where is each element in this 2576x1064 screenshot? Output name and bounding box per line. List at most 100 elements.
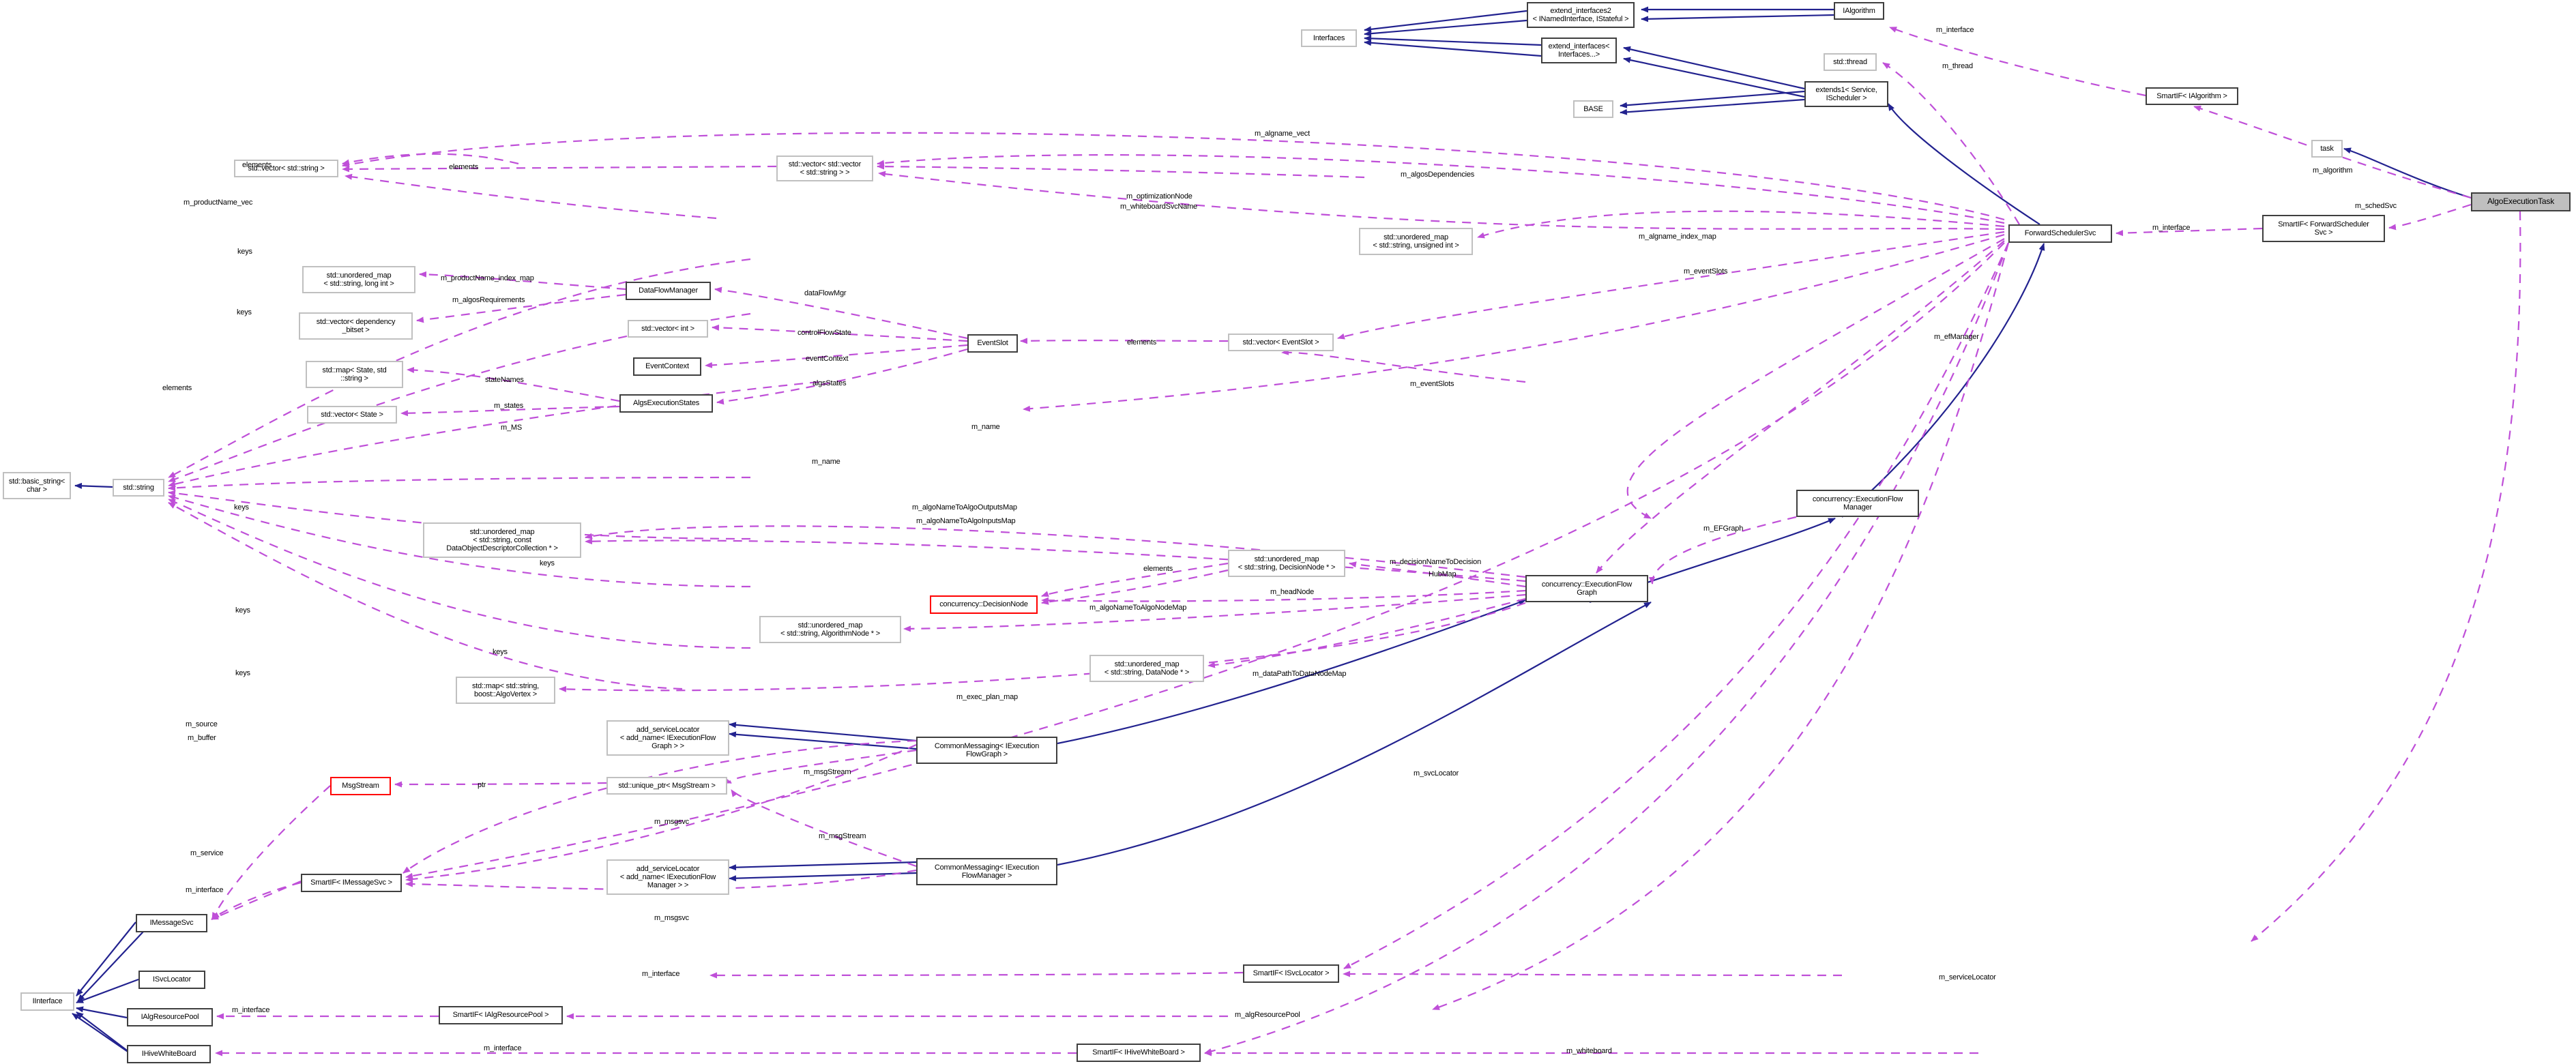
- edge-label-m_interface-ialgorithm: m_interface: [1936, 26, 1974, 34]
- class-node-execflowgraph[interactable]: concurrency::ExecutionFlow Graph: [1525, 575, 1648, 602]
- class-node-umap_string_decnode[interactable]: std::unordered_map < std::string, Decisi…: [1228, 550, 1345, 577]
- edge-label-keys-4: keys: [540, 559, 555, 567]
- edge-label-m_interface-ihivewb: m_interface: [484, 1044, 522, 1052]
- class-node-iinterface[interactable]: IInterface: [20, 992, 74, 1011]
- class-node-algsexecutionstates[interactable]: AlgsExecutionStates: [619, 394, 713, 413]
- edge-label-elements-eventslot: elements: [1127, 338, 1157, 346]
- class-node-ialgorithm[interactable]: IAlgorithm: [1834, 2, 1884, 20]
- class-node-vec_eventslot[interactable]: std::vector< EventSlot >: [1228, 334, 1334, 351]
- class-node-smartif_ialgorithm[interactable]: SmartIF< IAlgorithm >: [2146, 87, 2238, 105]
- edge-label-controlFlowState: controlFlowState: [797, 329, 851, 337]
- class-node-imessagesvc[interactable]: IMessageSvc: [136, 914, 207, 932]
- edge-label-m_source: m_source: [186, 720, 218, 728]
- edge-label-m_EFGraph: m_EFGraph: [1703, 524, 1744, 533]
- class-node-decisionnode[interactable]: concurrency::DecisionNode: [930, 595, 1038, 614]
- class-node-map_state_string[interactable]: std::map< State, std ::string >: [306, 361, 403, 388]
- edge-label-m_service: m_service: [190, 849, 224, 857]
- class-node-vec_vec_string[interactable]: std::vector< std::vector < std::string >…: [776, 156, 873, 181]
- class-node-execflowmanager[interactable]: concurrency::ExecutionFlow Manager: [1796, 490, 1919, 517]
- edge-label-HubMap: HubMap: [1429, 570, 1457, 578]
- edge-label-m_efManager: m_efManager: [1934, 333, 1979, 341]
- edge-label-m_interface-isvcloc: m_interface: [642, 970, 680, 978]
- edge-label-m_msgsvc-2: m_msgsvc: [654, 914, 689, 922]
- class-node-smartif_imessagesvc[interactable]: SmartIF< IMessageSvc >: [301, 874, 402, 892]
- class-node-umap_string_dodc[interactable]: std::unordered_map < std::string, const …: [423, 522, 581, 558]
- class-node-add_servicelocator_mgr[interactable]: add_serviceLocator < add_name< IExecutio…: [606, 859, 729, 895]
- class-node-smartif_isvclocator[interactable]: SmartIF< ISvcLocator >: [1243, 964, 1339, 983]
- class-node-std_string[interactable]: std::string: [113, 479, 164, 497]
- edge-label-m_thread: m_thread: [1942, 62, 1973, 70]
- class-node-dataflowmanager[interactable]: DataFlowManager: [626, 282, 711, 300]
- class-node-vec_int[interactable]: std::vector< int >: [628, 320, 708, 338]
- class-node-smartif_ihivewb[interactable]: SmartIF< IHiveWhiteBoard >: [1077, 1044, 1201, 1062]
- edge-label-dataFlowMgr: dataFlowMgr: [804, 289, 847, 297]
- class-node-map_string_algovertex[interactable]: std::map< std::string, boost::AlgoVertex…: [456, 677, 555, 704]
- class-node-vec_state[interactable]: std::vector< State >: [307, 406, 397, 424]
- class-node-forwardschedulersvc[interactable]: ForwardSchedulerSvc: [2008, 224, 2112, 243]
- edge-label-m_algosRequirements: m_algosRequirements: [452, 296, 525, 304]
- edge-label-m_msgStream-1: m_msgStream: [804, 768, 851, 776]
- class-node-add_servicelocator_graph[interactable]: add_serviceLocator < add_name< IExecutio…: [606, 720, 729, 756]
- class-node-smartif_ialgrespool[interactable]: SmartIF< IAlgResourcePool >: [439, 1006, 563, 1024]
- class-node-ialgresourcepool[interactable]: IAlgResourcePool: [127, 1008, 213, 1026]
- edge-label-m_svcLocator: m_svcLocator: [1414, 769, 1459, 778]
- class-node-eventslot[interactable]: EventSlot: [967, 334, 1018, 353]
- class-node-extend_interfaces2[interactable]: extend_interfaces2 < INamedInterface, IS…: [1527, 2, 1635, 28]
- edge-label-m_name-2: m_name: [812, 458, 840, 466]
- edge-label-m_interface-ialgres: m_interface: [232, 1006, 270, 1014]
- edge-label-stateNames: stateNames: [485, 376, 524, 384]
- edge-label-keys-2: keys: [237, 308, 252, 316]
- class-node-stdthread[interactable]: std::thread: [1824, 53, 1877, 71]
- edge-label-m_MS: m_MS: [501, 424, 522, 432]
- class-node-extend_interfaces[interactable]: extend_interfaces< Interfaces...>: [1541, 38, 1617, 63]
- class-node-algoexecutiontask[interactable]: AlgoExecutionTask: [2471, 192, 2571, 211]
- class-node-commonmsg_manager[interactable]: CommonMessaging< IExecution FlowManager …: [916, 858, 1057, 885]
- class-node-vec_string[interactable]: std::vector< std::string >: [234, 160, 338, 177]
- class-node-uniqueptr_msgstream[interactable]: std::unique_ptr< MsgStream >: [606, 777, 727, 795]
- edge-label-ptr: ptr: [478, 781, 486, 789]
- edge-label-keys-1: keys: [237, 248, 252, 256]
- class-node-msgstream[interactable]: MsgStream: [330, 777, 391, 795]
- edge-label-m_optimizationNode: m_optimizationNode: [1126, 192, 1192, 201]
- edge-label-m_msgsvc-1: m_msgsvc: [654, 818, 689, 826]
- edge-label-keys-6: keys: [493, 648, 508, 656]
- edge-label-m_msgStream-2: m_msgStream: [819, 832, 866, 840]
- edge-label-keys-7: keys: [235, 669, 250, 677]
- edge-label-m_dataPathToDataNodeMap: m_dataPathToDataNodeMap: [1253, 670, 1347, 678]
- class-node-isvclocator[interactable]: ISvcLocator: [138, 971, 205, 989]
- edge-label-m_buffer: m_buffer: [188, 734, 216, 742]
- edge-label-m_algosDependencies: m_algosDependencies: [1401, 171, 1475, 179]
- edge-label-m_productName_vec: m_productName_vec: [184, 198, 253, 207]
- edge-label-m_whiteboardSvcName: m_whiteboardSvcName: [1120, 203, 1197, 211]
- edge-label-m_algname_vect: m_algname_vect: [1255, 130, 1310, 138]
- edge-label-eventContext: eventContext: [806, 355, 849, 363]
- class-node-smartif_fwdsched[interactable]: SmartIF< ForwardScheduler Svc >: [2262, 215, 2385, 242]
- edge-label-elements-vecstring-top: elements: [449, 163, 479, 171]
- class-node-umap_string_algnode[interactable]: std::unordered_map < std::string, Algori…: [759, 616, 901, 643]
- edge-label-m_algoNameToAlgoInputsMap: m_algoNameToAlgoInputsMap: [916, 517, 1016, 525]
- edge-label-m_name-1: m_name: [971, 423, 1000, 431]
- class-node-vec_dep_bitset[interactable]: std::vector< dependency _bitset >: [299, 312, 413, 340]
- class-node-umap_string_longint[interactable]: std::unordered_map < std::string, long i…: [302, 266, 415, 293]
- class-node-base[interactable]: BASE: [1573, 100, 1613, 118]
- edge-label-m_eventSlots2: m_eventSlots: [1410, 380, 1454, 388]
- edge-label-m_decisionNameToDecision: m_decisionNameToDecision: [1390, 558, 1481, 566]
- class-node-task[interactable]: task: [2311, 140, 2343, 158]
- edge-label-m_schedSvc: m_schedSvc: [2355, 202, 2397, 210]
- edge-label-keys-3: keys: [234, 503, 249, 512]
- class-node-umap_string_datanode[interactable]: std::unordered_map < std::string, DataNo…: [1089, 655, 1204, 682]
- class-node-ihivewhiteboard[interactable]: IHiveWhiteBoard: [127, 1045, 211, 1063]
- edge-label-m_algorithm: m_algorithm: [2313, 166, 2353, 175]
- class-node-eventcontext[interactable]: EventContext: [633, 357, 701, 376]
- class-node-extends1[interactable]: extends1< Service, IScheduler >: [1804, 81, 1888, 107]
- edge-label-m_whiteboard: m_whiteboard: [1566, 1047, 1612, 1055]
- class-node-std_basic_string[interactable]: std::basic_string< char >: [3, 472, 71, 499]
- class-node-commonmsg_graph[interactable]: CommonMessaging< IExecution FlowGraph >: [916, 737, 1057, 764]
- edge-label-m_headNode: m_headNode: [1270, 588, 1315, 596]
- edge-label-m_eventSlots: m_eventSlots: [1684, 267, 1728, 276]
- edge-label-m_productName_index_map: m_productName_index_map: [441, 274, 534, 282]
- class-node-umap_string_uint[interactable]: std::unordered_map < std::string, unsign…: [1359, 228, 1473, 255]
- class-node-interfaces[interactable]: Interfaces: [1301, 29, 1357, 47]
